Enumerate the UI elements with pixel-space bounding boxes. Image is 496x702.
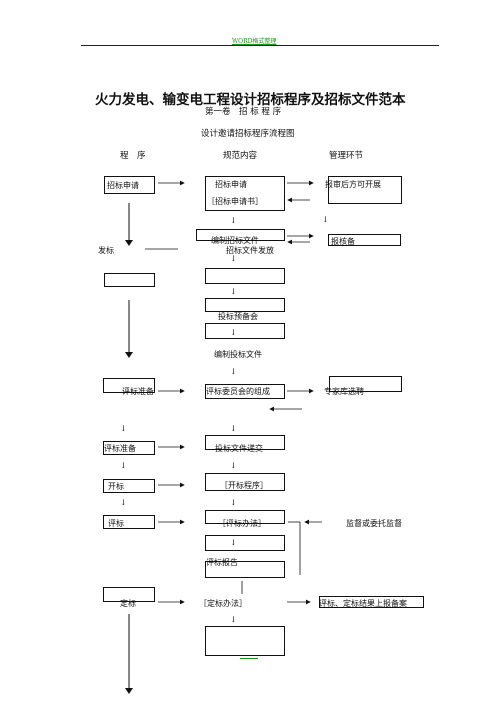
- column-header-content: 规范内容: [223, 151, 258, 161]
- box-left-award: [103, 587, 155, 602]
- box-left-prep2: [103, 441, 155, 455]
- left-label-apply: 招标申请: [107, 181, 139, 190]
- mid-arrow-6: ↓: [230, 424, 237, 433]
- box-left-open: [103, 479, 155, 493]
- right-arrow-1: ↓: [322, 215, 329, 224]
- header-link[interactable]: WORD格式整理: [232, 38, 277, 45]
- left-label-prep: 评标准备: [122, 387, 154, 396]
- right-label-record: 报核备: [331, 237, 355, 246]
- mid-arrow-9: ↓: [230, 538, 237, 547]
- box-right-record: [328, 234, 401, 246]
- box-mid-eval-top: [205, 510, 285, 524]
- mid-label-report: 评标报告: [206, 558, 238, 567]
- flowchart-caption: 设计邀请招标程序流程图: [201, 129, 295, 139]
- mid-label-bidprep: 编制投标文件: [214, 350, 262, 359]
- mid-label-open: ［开标程序］: [220, 481, 268, 490]
- mid-arrow-3: ↓: [230, 287, 237, 296]
- right-label-supervise: 监督或委托监督: [346, 519, 402, 528]
- left-label-issue: 发标: [98, 246, 114, 255]
- column-header-management: 管理环节: [329, 151, 364, 161]
- box-mid-submit: [205, 435, 285, 450]
- box-left-apply: [104, 176, 155, 194]
- mid-arrow-10: ↓: [230, 615, 237, 624]
- right-label-expert: 专家库选聘: [324, 387, 364, 396]
- mid-label-distribute: 招标文件发放: [226, 246, 274, 255]
- box-mid-prebid-bottom: [205, 323, 285, 339]
- box-right-approve: [328, 176, 402, 204]
- mid-arrow-1: ↓: [230, 216, 237, 225]
- mid-arrow-5: ↓: [230, 367, 237, 376]
- volume-heading: 第一卷 招 标 程 序: [205, 107, 282, 117]
- left-arrow-3: ↓: [120, 498, 127, 507]
- left-arrow-1: ↓: [120, 424, 127, 433]
- left-label-prep2: 评标准备: [104, 444, 136, 453]
- left-label-eval: 评标: [108, 519, 124, 528]
- box-mid-final: [205, 626, 285, 656]
- mid-label-submit: 投标文件递交: [215, 444, 263, 453]
- box-mid-compile: [196, 229, 285, 241]
- left-label-award: 定标: [120, 599, 136, 608]
- box-left-issue: [104, 273, 155, 287]
- mid-label-committee: 评标委员会的组成: [206, 387, 270, 396]
- mid-arrow-4: ↓: [230, 328, 237, 337]
- box-mid-prebid-top: [205, 298, 285, 312]
- right-label-approve: 报审后方可开展: [325, 180, 381, 189]
- box-mid-open: [205, 473, 285, 491]
- mid-label-compile: 编制招标文件: [211, 236, 259, 245]
- mid-arrow-8: ↓: [230, 498, 237, 507]
- footer-rule: [240, 658, 258, 659]
- header-rule: [81, 45, 439, 46]
- box-left-eval: [103, 515, 155, 529]
- box-mid-eval-bottom: [205, 535, 285, 551]
- document-title: 火力发电、输变电工程设计招标程序及招标文件范本: [95, 92, 406, 108]
- column-header-procedure: 程 序: [120, 151, 146, 161]
- box-right-report-up: [319, 596, 424, 608]
- mid-arrow-2: ↓: [230, 254, 237, 263]
- mid-label-apply: 招标申请: [215, 180, 247, 189]
- box-left-prep: [103, 378, 155, 393]
- mid-label-prebid: 投标预备会: [218, 312, 258, 321]
- left-label-open: 开标: [108, 482, 124, 491]
- mid-arrow-7: ↓: [230, 461, 237, 470]
- mid-label-award: ［定标办法］: [199, 599, 247, 608]
- box-mid-committee: [205, 384, 285, 399]
- mid-label-apply-doc: ［招标申请书］: [207, 197, 263, 206]
- box-mid-report: [205, 561, 285, 578]
- box-right-expert: [329, 376, 402, 392]
- mid-label-eval: ［评标办法］: [218, 519, 266, 528]
- box-mid-distribute: [205, 268, 285, 284]
- box-mid-apply: [205, 176, 285, 211]
- right-label-report-up: 评标、定标结果上报备案: [319, 599, 407, 608]
- left-arrow-2: ↓: [120, 461, 127, 470]
